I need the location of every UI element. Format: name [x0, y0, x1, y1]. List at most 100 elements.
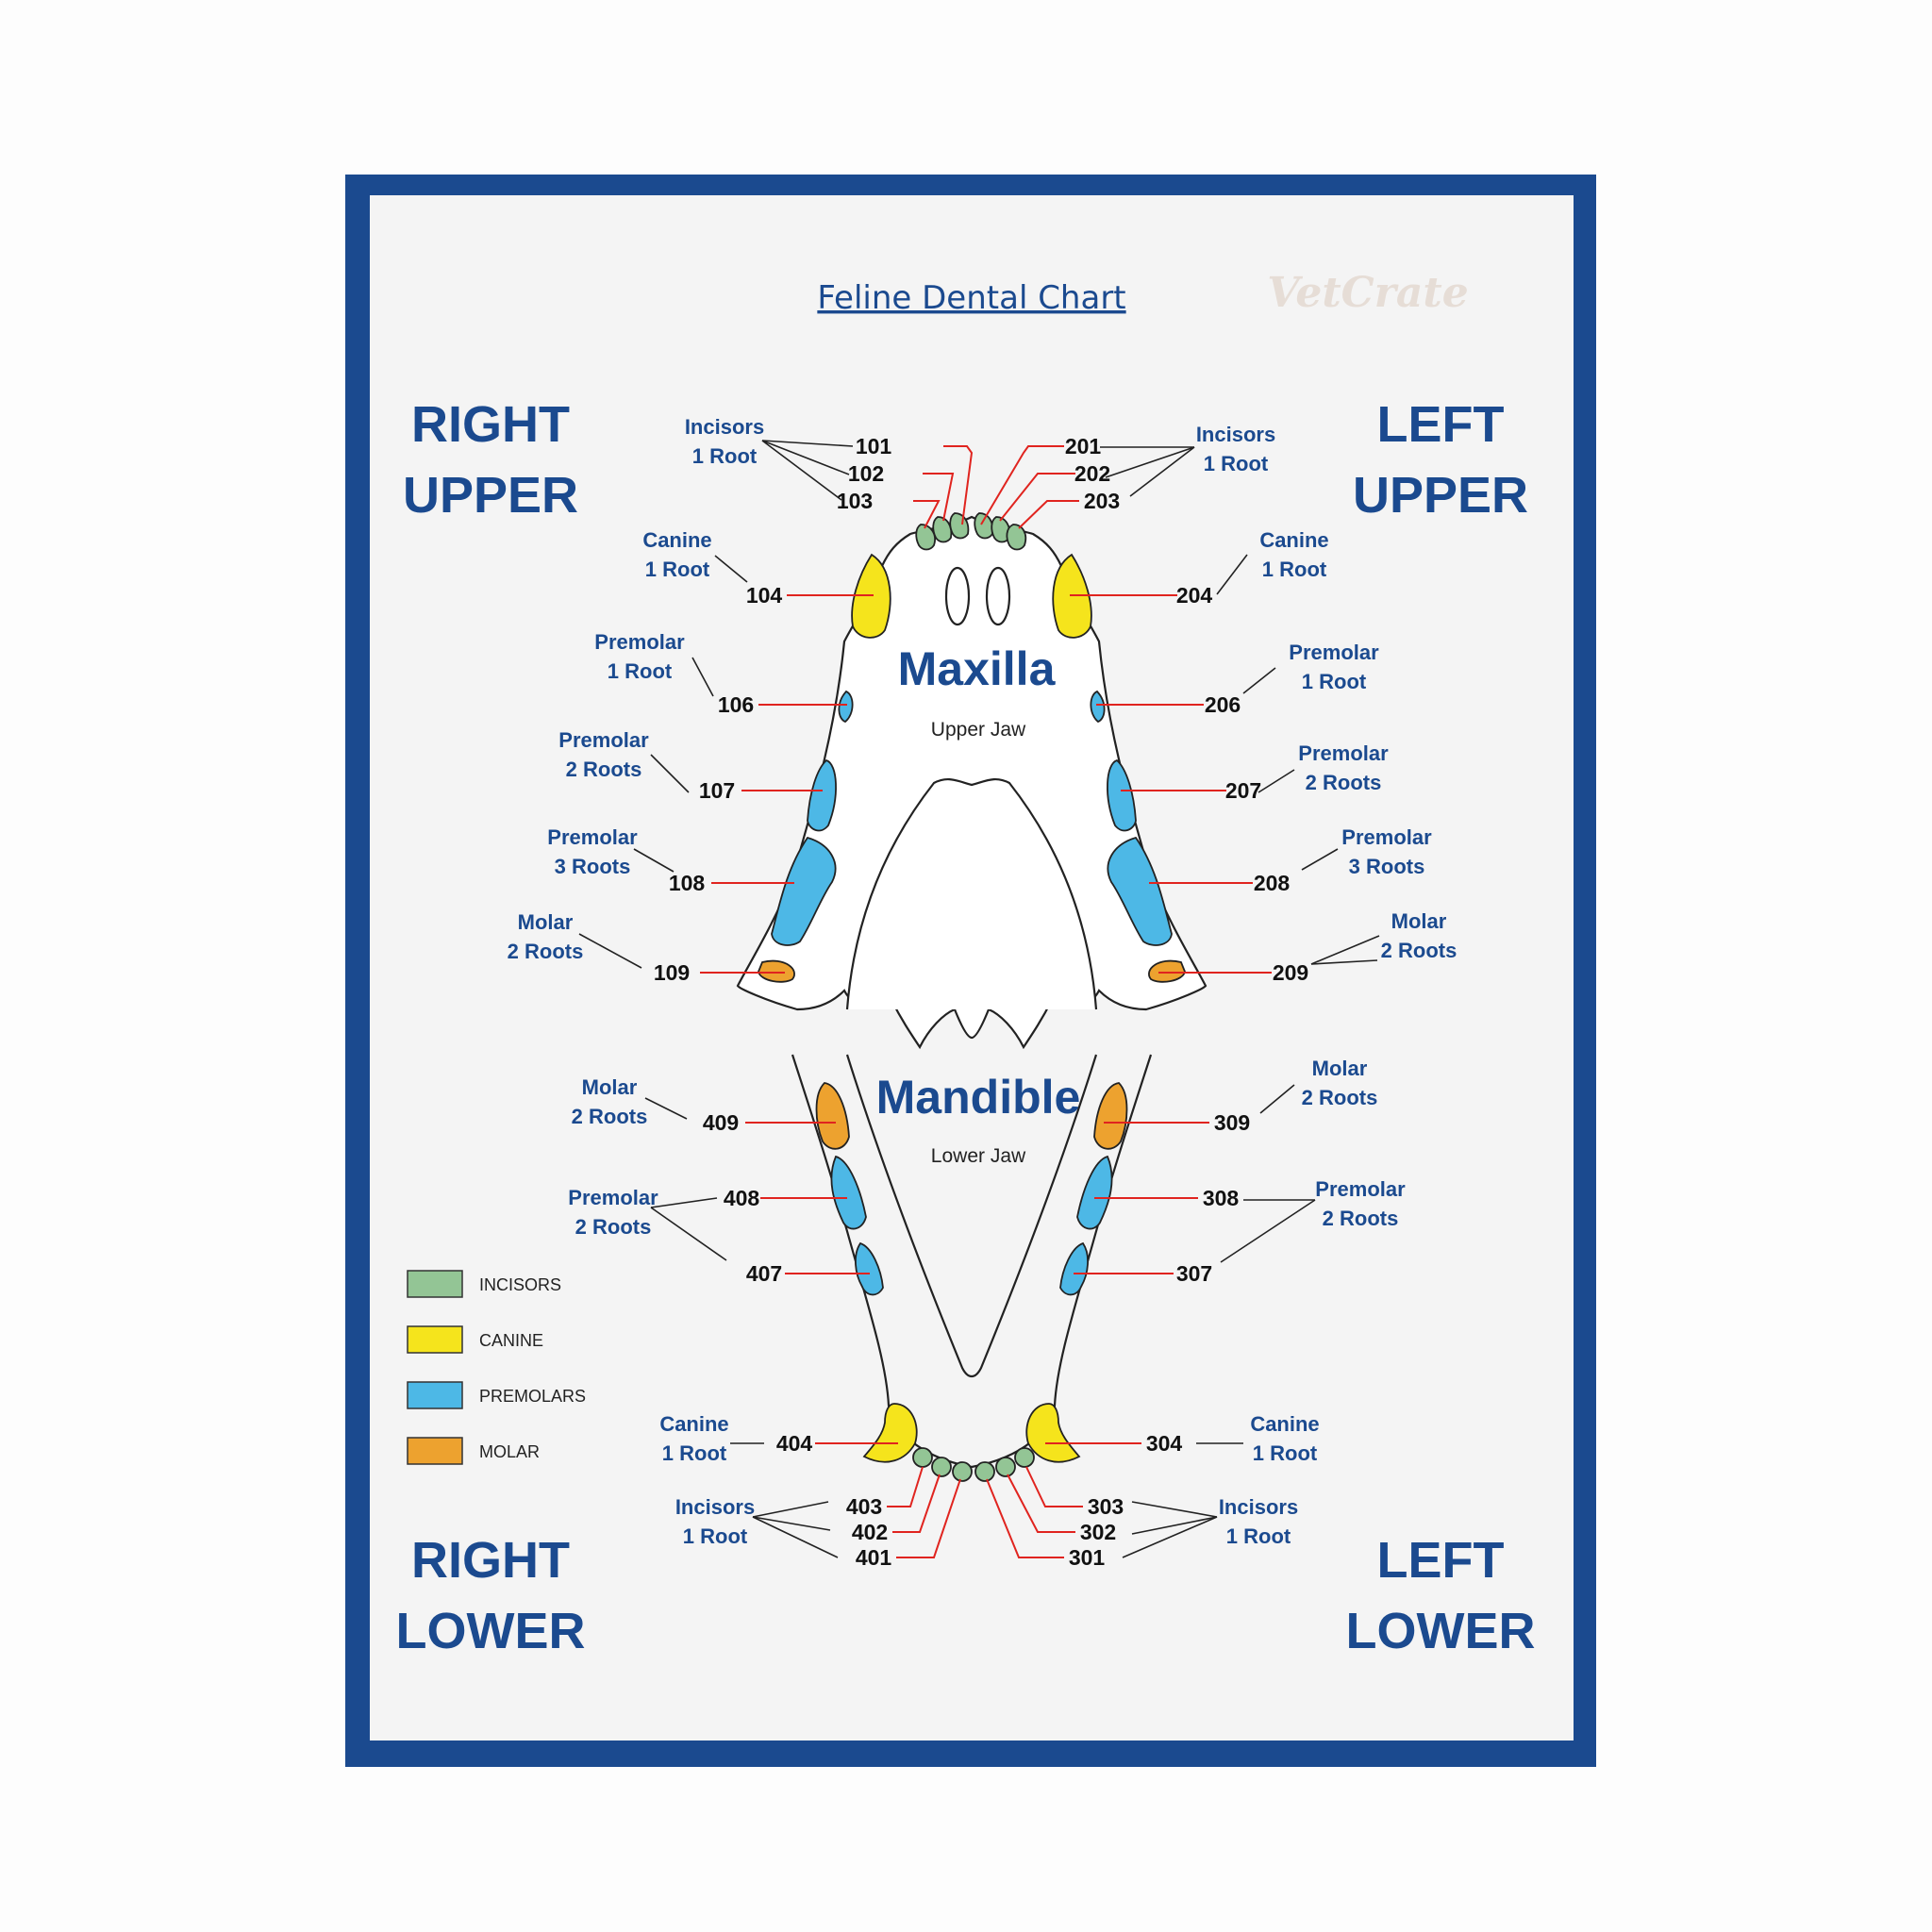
nasal-opening-right [944, 566, 971, 626]
svg-text:Molar: Molar [1312, 1057, 1368, 1080]
tooth-207 [1107, 758, 1137, 832]
svg-text:Premolar: Premolar [568, 1186, 658, 1209]
svg-text:3 Roots: 3 Roots [555, 855, 631, 878]
tooth-numbers: 101 102 103 104 106 107 108 109 201 202 … [654, 434, 1308, 1570]
nasal-opening-left [985, 566, 1011, 626]
tooth-206 [1090, 690, 1106, 724]
legend-swatch-incisors [407, 1270, 463, 1298]
tooth-307 [1059, 1241, 1089, 1296]
tooth-number-209: 209 [1273, 960, 1308, 985]
desc-lu-canine: Canine 1 Root [1259, 528, 1328, 581]
svg-text:RIGHT: RIGHT [411, 1532, 570, 1589]
desc-ru-canine: Canine 1 Root [642, 528, 711, 581]
tooth-number-102: 102 [848, 461, 884, 486]
jaw-subtitle-mandible: Lower Jaw [931, 1145, 1026, 1167]
tooth-number-108: 108 [669, 871, 706, 895]
svg-text:1 Root: 1 Root [1226, 1524, 1291, 1548]
tooth-number-107: 107 [699, 778, 735, 803]
tooth-408 [830, 1155, 867, 1230]
legend-item-premolars: PREMOLARS [407, 1381, 586, 1409]
tooth-302 [995, 1457, 1016, 1477]
quadrant-right-upper: RIGHT UPPER [403, 396, 578, 524]
svg-text:LEFT: LEFT [1377, 1532, 1505, 1589]
svg-text:Premolar: Premolar [594, 630, 685, 654]
desc-rl-molar: Molar 2 Roots [572, 1075, 648, 1128]
legend-swatch-premolars [407, 1381, 463, 1409]
desc-lu-incisors: Incisors 1 Root [1196, 423, 1275, 475]
tooth-401 [952, 1461, 973, 1482]
connector-lines [578, 440, 1380, 1558]
tooth-number-409: 409 [703, 1110, 739, 1135]
svg-text:Incisors: Incisors [675, 1495, 755, 1519]
tooth-descriptions: Incisors 1 Root Canine 1 Root Premolar 1… [508, 415, 1457, 1548]
svg-text:1 Root: 1 Root [662, 1441, 727, 1465]
svg-text:1 Root: 1 Root [608, 659, 673, 683]
desc-lu-pm207: Premolar 2 Roots [1298, 741, 1389, 794]
desc-ll-premolar: Premolar 2 Roots [1315, 1177, 1406, 1230]
svg-text:1 Root: 1 Root [1253, 1441, 1318, 1465]
svg-text:2 Roots: 2 Roots [575, 1215, 652, 1239]
tooth-number-207: 207 [1225, 778, 1261, 803]
svg-text:LOWER: LOWER [1346, 1603, 1536, 1659]
svg-text:Canine: Canine [659, 1412, 728, 1436]
tooth-402 [931, 1457, 952, 1477]
legend-item-canine: CANINE [407, 1325, 543, 1354]
svg-text:2 Roots: 2 Roots [572, 1105, 648, 1128]
svg-text:1 Root: 1 Root [1262, 558, 1327, 581]
svg-text:Premolar: Premolar [1298, 741, 1389, 765]
tooth-309 [1093, 1082, 1128, 1150]
legend-label-canine: CANINE [479, 1331, 543, 1350]
desc-ru-pm107: Premolar 2 Roots [558, 728, 649, 781]
tooth-109 [758, 959, 795, 983]
tooth-number-308: 308 [1203, 1186, 1240, 1210]
svg-text:Premolar: Premolar [1289, 641, 1379, 664]
svg-text:Canine: Canine [1259, 528, 1328, 552]
tooth-107 [807, 758, 837, 832]
jaw-title-mandible: Mandible [876, 1071, 1081, 1124]
svg-text:UPPER: UPPER [403, 467, 578, 524]
svg-text:Premolar: Premolar [1341, 825, 1432, 849]
tooth-number-202: 202 [1074, 461, 1110, 486]
svg-text:2 Roots: 2 Roots [508, 940, 584, 963]
tooth-409 [815, 1082, 850, 1150]
tooth-108 [771, 836, 837, 946]
svg-text:2 Roots: 2 Roots [566, 758, 642, 781]
legend-swatch-canine [407, 1325, 463, 1354]
tooth-number-404: 404 [776, 1431, 813, 1456]
tooth-308 [1076, 1155, 1113, 1230]
svg-text:UPPER: UPPER [1353, 467, 1528, 524]
svg-text:1 Root: 1 Root [1302, 670, 1367, 693]
legend-label-incisors: INCISORS [479, 1275, 561, 1294]
tooth-number-103: 103 [837, 489, 873, 513]
tooth-201 [974, 512, 994, 540]
jaw-title-maxilla: Maxilla [898, 642, 1057, 695]
quadrant-left-lower: LEFT LOWER [1346, 1532, 1536, 1659]
tooth-203 [1006, 524, 1027, 551]
desc-lu-molar: Molar 2 Roots [1381, 909, 1457, 962]
tooth-number-303: 303 [1088, 1494, 1124, 1519]
tooth-number-301: 301 [1069, 1545, 1106, 1570]
tooth-number-104: 104 [746, 583, 783, 608]
tooth-304 [1025, 1403, 1081, 1463]
svg-text:Incisors: Incisors [1219, 1495, 1298, 1519]
svg-text:Molar: Molar [1391, 909, 1447, 933]
quadrant-right-lower: RIGHT LOWER [396, 1532, 586, 1659]
desc-rl-premolar: Premolar 2 Roots [568, 1186, 658, 1239]
tooth-number-407: 407 [746, 1261, 782, 1286]
chart-title: Feline Dental Chart [817, 279, 1125, 317]
desc-lu-pm208: Premolar 3 Roots [1341, 825, 1432, 878]
tooth-number-109: 109 [654, 960, 690, 985]
svg-text:1 Root: 1 Root [683, 1524, 748, 1548]
svg-text:2 Roots: 2 Roots [1323, 1207, 1399, 1230]
desc-ll-incisors: Incisors 1 Root [1219, 1495, 1298, 1548]
mandible-inner [845, 1054, 1098, 1378]
svg-text:1 Root: 1 Root [692, 444, 758, 468]
tooth-number-203: 203 [1084, 489, 1120, 513]
svg-text:Molar: Molar [582, 1075, 638, 1099]
desc-lu-pm206: Premolar 1 Root [1289, 641, 1379, 693]
tooth-number-106: 106 [718, 692, 754, 717]
tooth-103 [915, 524, 936, 551]
legend: INCISORS CANINE PREMOLARS MOLAR [407, 1270, 586, 1465]
tooth-102 [932, 516, 953, 543]
